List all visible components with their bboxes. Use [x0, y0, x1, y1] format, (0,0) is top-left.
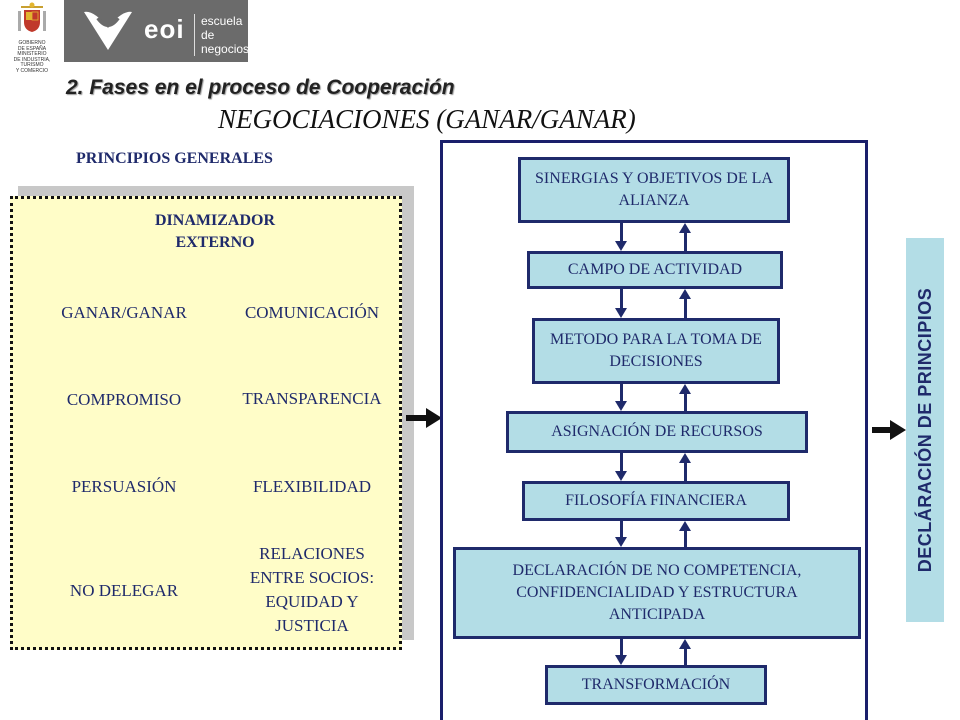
- flow-to-declaration-arrow: [872, 420, 906, 440]
- flow-step-resource-allocation: ASIGNACIÓN DE RECURSOS: [506, 411, 808, 453]
- eoi-wordmark: eoi: [144, 14, 185, 44]
- dinamizador-line: DINAMIZADOR: [155, 212, 275, 229]
- coat-of-arms-icon: [18, 2, 46, 32]
- government-line: MINISTERIO: [17, 51, 47, 57]
- up-arrow-icon: [679, 289, 691, 299]
- up-arrow-shaft: [684, 529, 687, 547]
- principle-left: GANAR/GANAR: [61, 303, 187, 322]
- declaration-box: DECLÁRACIÓN DE PRINCIPIOS: [906, 238, 944, 622]
- page-title: NEGOCIACIONES (GANAR/GANAR): [218, 104, 636, 134]
- down-arrow-icon: [615, 241, 627, 251]
- eoi-tagline: escuela de negocios: [194, 14, 249, 56]
- flow-step-field-of-activity: CAMPO DE ACTIVIDAD: [527, 251, 783, 289]
- government-line: DE INDUSTRIA, TURISMO: [13, 56, 51, 68]
- negotiation-flow-frame: SINERGIAS Y OBJETIVOS DE LA ALIANZA CAMP…: [440, 140, 868, 720]
- down-arrow-shaft: [620, 521, 623, 539]
- principles-panel: [10, 196, 402, 650]
- declaration-label: DECLÁRACIÓN DE PRINCIPIOS: [915, 287, 935, 573]
- section-subtitle: 2. Fases en el proceso de Cooperación: [66, 76, 455, 99]
- up-arrow-icon: [679, 639, 691, 649]
- down-arrow-icon: [615, 471, 627, 481]
- relations-principle: RELACIONES ENTRE SOCIOS: EQUIDAD Y JUSTI…: [212, 542, 412, 638]
- principles-heading: PRINCIPIOS GENERALES: [76, 150, 273, 167]
- flow-step-transformation: TRANSFORMACIÓN: [545, 665, 767, 705]
- government-line: GOBIERNO: [18, 40, 46, 46]
- relations-line: RELACIONES: [259, 544, 365, 563]
- government-text: GOBIERNO DE ESPAÑA MINISTERIO DE INDUSTR…: [4, 40, 60, 74]
- down-arrow-shaft: [620, 289, 623, 310]
- up-arrow-shaft: [684, 392, 687, 411]
- down-arrow-icon: [615, 401, 627, 411]
- principle-right: FLEXIBILIDAD: [252, 477, 372, 496]
- principle-left: COMPROMISO: [66, 390, 182, 409]
- up-arrow-shaft: [684, 231, 687, 251]
- up-arrow-icon: [679, 223, 691, 233]
- government-line: DE ESPAÑA: [17, 45, 47, 52]
- dinamizador-line: EXTERNO: [175, 234, 255, 251]
- eoi-tagline-line: escuela: [201, 14, 243, 28]
- down-arrow-icon: [615, 537, 627, 547]
- up-arrow-icon: [679, 521, 691, 531]
- down-arrow-shaft: [620, 384, 623, 403]
- principle-left: PERSUASIÓN: [71, 477, 177, 496]
- up-arrow-shaft: [684, 461, 687, 481]
- flow-step-synergies: SINERGIAS Y OBJETIVOS DE LA ALIANZA: [518, 157, 790, 223]
- down-arrow-shaft: [620, 639, 623, 657]
- down-arrow-shaft: [620, 453, 623, 473]
- principle-right: COMUNICACIÓN: [244, 303, 380, 322]
- principle-left: NO DELEGAR: [69, 581, 179, 600]
- relations-line: JUSTICIA: [275, 616, 349, 635]
- flow-step-decision-method: METODO PARA LA TOMA DE DECISIONES: [532, 318, 780, 384]
- eoi-logo: eoi escuela de negocios: [64, 0, 249, 62]
- down-arrow-shaft: [620, 223, 623, 243]
- flow-step-non-competition: DECLARACIÓN DE NO COMPETENCIA, CONFIDENC…: [453, 547, 861, 639]
- flow-step-financial-philosophy: FILOSOFÍA FINANCIERA: [522, 481, 790, 521]
- panel-to-flow-arrow: [406, 408, 442, 428]
- up-arrow-shaft: [684, 297, 687, 318]
- down-arrow-icon: [615, 308, 627, 318]
- principle-right: TRANSPARENCIA: [242, 389, 382, 408]
- government-line: Y COMERCIO: [15, 67, 49, 74]
- up-arrow-icon: [679, 384, 691, 394]
- up-arrow-shaft: [684, 647, 687, 665]
- relations-line: ENTRE SOCIOS:: [249, 568, 375, 587]
- down-arrow-icon: [615, 655, 627, 665]
- government-logo: GOBIERNO DE ESPAÑA MINISTERIO DE INDUSTR…: [4, 2, 60, 73]
- eoi-emblem-icon: [84, 11, 132, 51]
- relations-line: EQUIDAD Y: [265, 592, 359, 611]
- eoi-tagline-line: de negocios: [201, 28, 250, 56]
- up-arrow-icon: [679, 453, 691, 463]
- dinamizador-heading: DINAMIZADOR EXTERNO: [110, 210, 320, 254]
